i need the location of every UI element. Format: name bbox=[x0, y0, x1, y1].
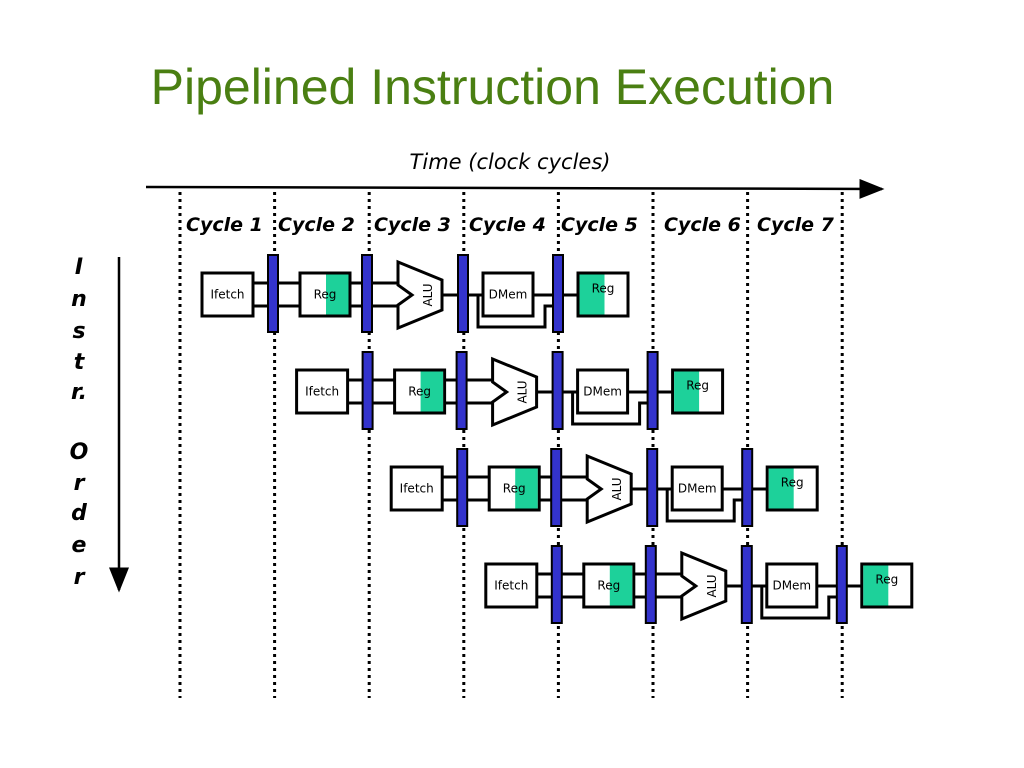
reg-write-label: Reg bbox=[686, 379, 709, 393]
ifetch-label: Ifetch bbox=[305, 385, 339, 399]
alu-shape bbox=[491, 356, 539, 428]
reg-write-highlight bbox=[326, 274, 349, 315]
dmem-bypass-wire bbox=[571, 392, 651, 426]
dmem-box bbox=[481, 271, 535, 318]
pipeline-register bbox=[267, 254, 279, 333]
pipeline-register bbox=[457, 254, 469, 333]
ifetch-label: Ifetch bbox=[494, 579, 528, 593]
cycle-label: Cycle 2 bbox=[278, 214, 355, 236]
pipeline-register bbox=[361, 254, 373, 333]
ifetch-label: Ifetch bbox=[210, 288, 244, 302]
time-axis-arrow bbox=[145, 178, 885, 199]
reg-write-label: Reg bbox=[875, 573, 898, 587]
order-letter: t bbox=[73, 350, 85, 375]
pipeline-register bbox=[646, 351, 659, 430]
pipeline-register bbox=[455, 351, 468, 430]
order-letter: d bbox=[71, 501, 87, 526]
dmem-label: DMem bbox=[678, 482, 717, 496]
pipeline-register bbox=[646, 448, 659, 527]
instruction-row: Ifetch Reg ALU DMem Reg bbox=[200, 254, 630, 333]
reg-read-highlight bbox=[674, 371, 700, 412]
order-letter: e bbox=[71, 533, 87, 558]
order-letter: n bbox=[71, 287, 87, 312]
alu-label: ALU bbox=[705, 574, 719, 597]
reg-write-highlight bbox=[420, 371, 444, 412]
cycle-label: Cycle 6 bbox=[664, 214, 741, 236]
reg-write-label: Reg bbox=[781, 476, 804, 490]
cycle-label: Cycle 4 bbox=[469, 214, 546, 236]
instruction-row: Ifetch Reg ALU DMem Reg bbox=[295, 351, 725, 430]
dmem-label: DMem bbox=[583, 385, 622, 399]
pipeline-register bbox=[644, 545, 657, 624]
dmem-bypass-wire bbox=[476, 295, 556, 329]
pipeline-register bbox=[361, 351, 374, 430]
pipeline-register bbox=[740, 545, 753, 624]
pipeline-register bbox=[550, 545, 563, 624]
instruction-row: Ifetch Reg ALU DMem Reg bbox=[389, 448, 819, 527]
reg-write-highlight bbox=[609, 565, 633, 606]
cycle-label: Cycle 5 bbox=[561, 214, 638, 236]
ifetch-box bbox=[200, 271, 255, 318]
ifetch-box bbox=[389, 465, 444, 512]
alu-shape bbox=[585, 453, 633, 525]
order-letter: I bbox=[74, 255, 84, 280]
instruction-row: Ifetch Reg ALU DMem Reg bbox=[484, 545, 914, 624]
time-axis-label: Time (clock cycles) bbox=[409, 150, 611, 174]
pipeline-register bbox=[551, 351, 564, 430]
dmem-box bbox=[576, 368, 630, 415]
order-letter: O bbox=[69, 440, 89, 465]
slide-title: Pipelined Instruction Execution bbox=[150, 59, 835, 115]
reg-read-highlight bbox=[579, 274, 605, 315]
pipeline-register bbox=[741, 448, 754, 527]
alu-label: ALU bbox=[516, 380, 530, 403]
cycle-label: Cycle 3 bbox=[374, 214, 451, 236]
dmem-label: DMem bbox=[772, 579, 811, 593]
reg-read-highlight bbox=[863, 565, 889, 606]
alu-shape bbox=[680, 550, 728, 622]
reg-read-label: Reg bbox=[503, 482, 526, 496]
dmem-label: DMem bbox=[489, 288, 528, 302]
order-letter: r bbox=[73, 565, 85, 590]
pipeline-register bbox=[456, 448, 469, 527]
dmem-box bbox=[670, 465, 724, 512]
pipeline-register bbox=[550, 448, 563, 527]
cycle-label: Cycle 7 bbox=[757, 214, 834, 236]
dmem-bypass-wire bbox=[665, 489, 746, 523]
order-letter: r. bbox=[70, 380, 88, 405]
cycle-label: Cycle 1 bbox=[186, 214, 263, 236]
reg-read-label: Reg bbox=[597, 579, 620, 593]
reg-read-label: Reg bbox=[408, 385, 431, 399]
pipeline-register bbox=[835, 545, 848, 624]
pipeline-register bbox=[552, 254, 564, 333]
ifetch-label: Ifetch bbox=[400, 482, 434, 496]
alu-label: ALU bbox=[421, 283, 435, 306]
ifetch-box bbox=[295, 368, 350, 415]
reg-write-highlight bbox=[515, 468, 538, 509]
ifetch-box bbox=[484, 562, 539, 609]
alu-label: ALU bbox=[610, 477, 624, 500]
reg-read-highlight bbox=[768, 468, 794, 509]
reg-write-label: Reg bbox=[592, 282, 615, 296]
dmem-bypass-wire bbox=[760, 586, 840, 620]
alu-shape bbox=[396, 259, 444, 331]
order-letter: s bbox=[72, 319, 86, 344]
order-letter: r bbox=[73, 471, 85, 496]
reg-read-label: Reg bbox=[314, 288, 337, 302]
